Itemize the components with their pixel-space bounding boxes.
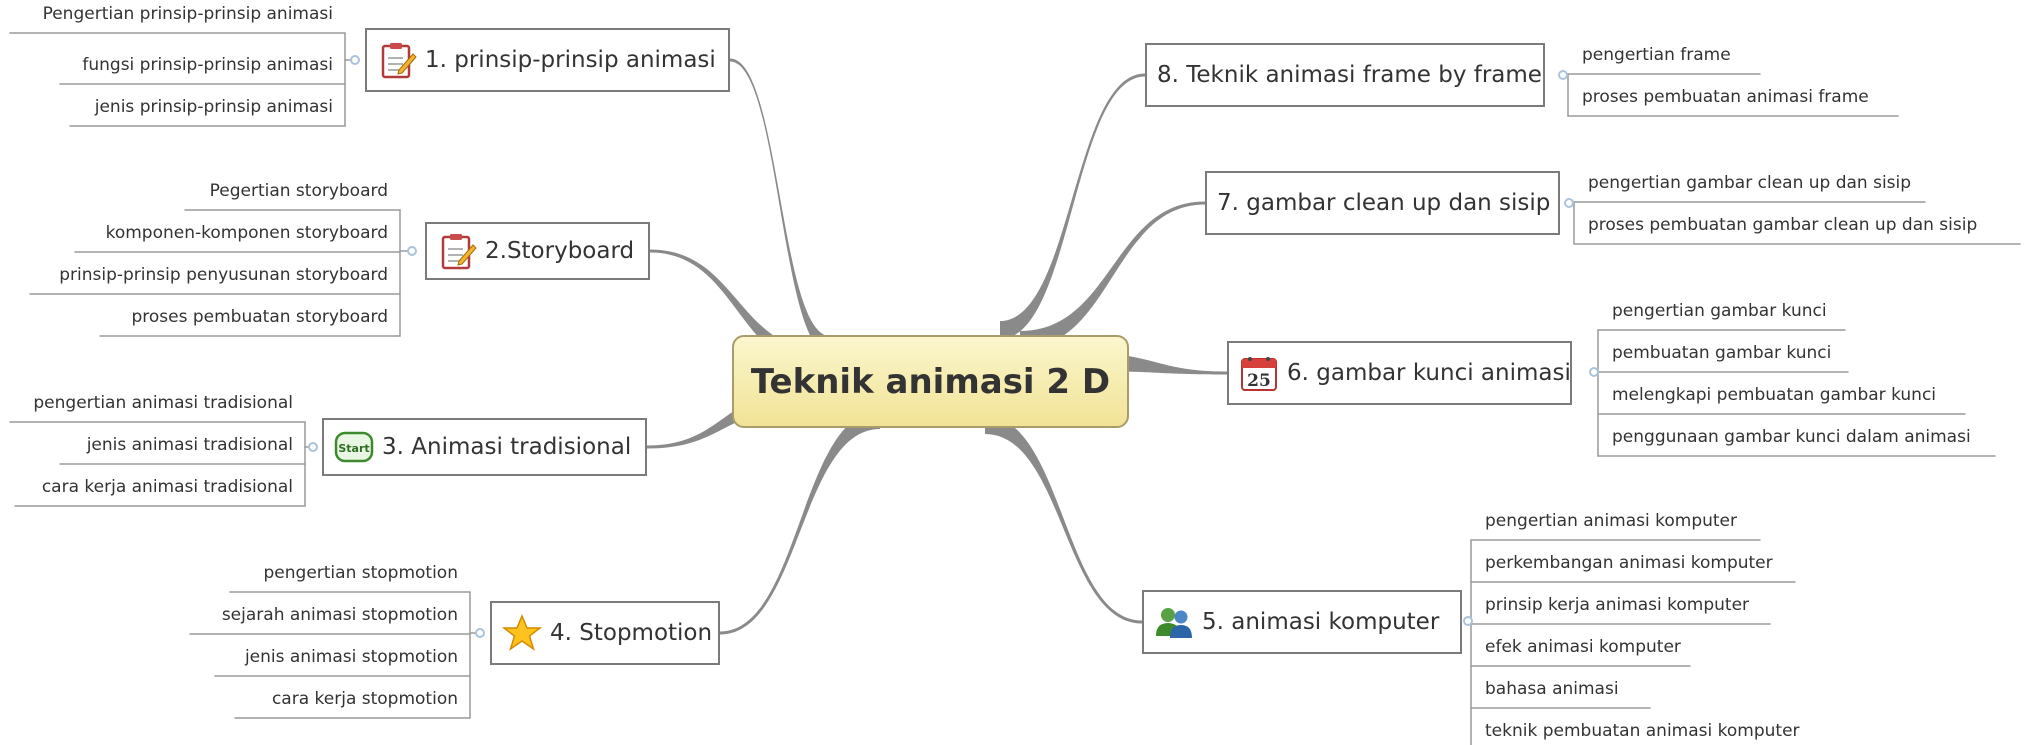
branch-t7 [1020, 201, 1205, 349]
topic-t5[interactable]: 5. animasi komputer [1142, 590, 1462, 654]
subtopic[interactable]: pengertian animasi tradisional [33, 393, 293, 413]
topic-label: 7. gambar clean up dan sisip [1217, 190, 1551, 216]
topic-label: 5. animasi komputer [1202, 609, 1440, 635]
subtopic[interactable]: prinsip-prinsip penyusunan storyboard [59, 265, 388, 285]
subtopic[interactable]: penggunaan gambar kunci dalam animasi [1612, 427, 1971, 447]
topic-t8[interactable]: 8. Teknik animasi frame by frame [1145, 43, 1545, 107]
subtopic[interactable]: jenis prinsip-prinsip animasi [94, 97, 333, 117]
subtopic[interactable]: proses pembuatan gambar clean up dan sis… [1588, 215, 1978, 235]
notepad-icon [377, 40, 417, 80]
subtopic[interactable]: prinsip kerja animasi komputer [1485, 595, 1750, 615]
topic-t4[interactable]: 4. Stopmotion [490, 601, 720, 665]
central-topic-label: Teknik animasi 2 D [750, 361, 1111, 402]
subtopic[interactable]: proses pembuatan storyboard [131, 307, 388, 327]
subtopic[interactable]: pengertian gambar kunci [1612, 301, 1827, 321]
star-icon [501, 613, 543, 653]
subtopic[interactable]: sejarah animasi stopmotion [221, 605, 458, 625]
topic-t2[interactable]: 2.Storyboard [425, 222, 650, 280]
topic-label: 6. gambar kunci animasi [1287, 360, 1571, 386]
subtopic[interactable]: Pengertian prinsip-prinsip animasi [42, 4, 333, 24]
collapse-toggle[interactable] [407, 246, 417, 256]
subtopic[interactable]: efek animasi komputer [1485, 637, 1681, 657]
subtopic[interactable]: cara kerja stopmotion [271, 689, 458, 709]
subtopic[interactable]: proses pembuatan animasi frame [1582, 87, 1869, 107]
subtopic[interactable]: jenis animasi stopmotion [244, 647, 458, 667]
collapse-toggle[interactable] [350, 55, 360, 65]
svg-text:Start: Start [338, 442, 369, 455]
subtopic[interactable]: jenis animasi tradisional [86, 435, 293, 455]
subtopic[interactable]: komponen-komponen storyboard [105, 223, 388, 243]
subtopic[interactable]: pengertian gambar clean up dan sisip [1588, 173, 1912, 193]
subtopic[interactable]: pengertian stopmotion [263, 563, 459, 583]
topic-t1[interactable]: 1. prinsip-prinsip animasi [365, 28, 730, 92]
subtopic[interactable]: pengertian frame [1582, 45, 1731, 65]
branch-t5 [985, 416, 1142, 624]
topic-t7[interactable]: 7. gambar clean up dan sisip [1205, 171, 1560, 235]
branch-t2 [650, 249, 825, 369]
subtopic[interactable]: fungsi prinsip-prinsip animasi [82, 55, 333, 75]
subtopic[interactable]: cara kerja animasi tradisional [41, 477, 293, 497]
topic-label: 4. Stopmotion [550, 620, 713, 646]
users-icon [1154, 602, 1194, 642]
collapse-toggle[interactable] [1558, 70, 1568, 80]
central-topic[interactable]: Teknik animasi 2 D [732, 335, 1129, 428]
branch-t4 [720, 411, 880, 635]
branch-t8 [1000, 73, 1145, 339]
branch-t1 [730, 58, 830, 354]
subtopic[interactable]: Pegertian storyboard [209, 181, 388, 201]
notepad-icon [437, 231, 477, 271]
subtopic[interactable]: melengkapi pembuatan gambar kunci [1612, 385, 1937, 405]
subtopic[interactable]: pengertian animasi komputer [1485, 511, 1738, 531]
subtopic[interactable]: bahasa animasi [1485, 679, 1619, 699]
topic-label: 1. prinsip-prinsip animasi [425, 47, 716, 73]
subtopic[interactable]: teknik pembuatan animasi komputer [1485, 721, 1800, 741]
topic-t6[interactable]: 25 6. gambar kunci animasi [1227, 341, 1572, 405]
collapse-toggle[interactable] [1589, 367, 1599, 377]
topic-label: 2.Storyboard [485, 238, 635, 264]
topic-t3[interactable]: Start 3. Animasi tradisional [322, 418, 647, 476]
subtopic[interactable]: pembuatan gambar kunci [1612, 343, 1832, 363]
collapse-toggle[interactable] [475, 628, 485, 638]
collapse-toggle[interactable] [1564, 198, 1574, 208]
subtopic[interactable]: perkembangan animasi komputer [1485, 553, 1773, 573]
svg-text:25: 25 [1247, 371, 1271, 391]
collapse-toggle[interactable] [308, 442, 318, 452]
calendar-icon: 25 [1239, 353, 1279, 393]
topic-label: 3. Animasi tradisional [382, 434, 632, 460]
start-icon: Start [334, 427, 374, 467]
topic-label: 8. Teknik animasi frame by frame [1157, 62, 1542, 88]
collapse-toggle[interactable] [1463, 616, 1473, 626]
